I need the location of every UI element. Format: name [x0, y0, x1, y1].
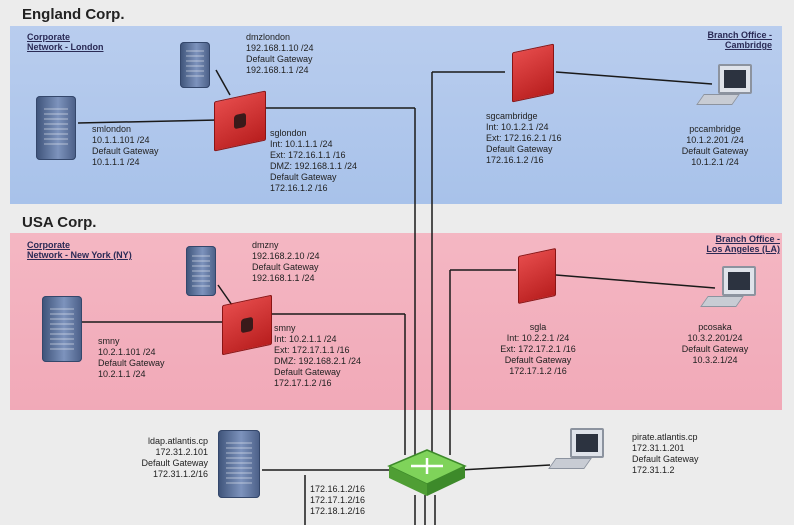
ldap-server-icon: [218, 430, 260, 498]
link-sgcambridge-pccambridge: [555, 71, 713, 85]
england-zone: [10, 26, 782, 204]
dmzny-server-icon: [186, 246, 216, 296]
pirate-label: pirate.atlantis.cp 172.31.1.201 Default …: [632, 432, 699, 475]
sgny-firewall-icon: [222, 294, 272, 356]
usa-title: USA Corp.: [22, 214, 97, 231]
router-hub-icon: [387, 449, 467, 496]
pirate-computer-icon: [548, 428, 614, 478]
smlondon-server-icon: [36, 96, 76, 160]
sgla-label: sgla Int: 10.2.2.1 /24 Ext: 172.17.2.1 /…: [500, 322, 576, 376]
pccambridge-label: pccambridge 10.1.2.201 /24 Default Gatew…: [681, 124, 749, 167]
pcosaka-label: pcosaka 10.3.2.201/24 Default Gateway 10…: [681, 322, 749, 365]
dmzlondon-label: dmzlondon 192.168.1.10 /24 Default Gatew…: [246, 32, 314, 75]
england-branch-label: Branch Office - Cambridge: [707, 30, 772, 50]
pcosaka-computer-icon: [700, 266, 756, 310]
link-sgla-pcosaka: [555, 274, 716, 289]
router-ips-label: 172.16.1.2/16 172.17.1.2/16 172.18.1.2/1…: [310, 484, 366, 516]
link-router-pirate: [459, 464, 551, 471]
smlondon-label: smlondon 10.1.1.101 /24 Default Gateway …: [92, 124, 159, 167]
pccambridge-computer-icon: [696, 64, 752, 108]
sgny-label: smny Int: 10.2.1.1 /24 Ext: 172.17.1.1 /…: [274, 323, 362, 388]
england-title: England Corp.: [22, 6, 125, 23]
usa-hq-label: Corporate Network - New York (NY): [27, 240, 132, 260]
england-hq-label: Corporate Network - London: [27, 32, 104, 52]
sgcambridge-label: sgcambridge Int: 10.1.2.1 /24 Ext: 172.1…: [486, 111, 562, 165]
dmzny-label: dmzny 192.168.2.10 /24 Default Gateway 1…: [252, 240, 320, 283]
link-dmzlondon-sglondon: [215, 69, 231, 96]
sglondon-label: sglondon Int: 10.1.1.1 /24 Ext: 172.16.1…: [270, 128, 358, 193]
ldap-label: ldap.atlantis.cp 172.31.2.101 Default Ga…: [141, 436, 208, 479]
link-smlondon-sglondon: [77, 119, 219, 124]
usa-branch-label: Branch Office - Los Angeles (LA): [706, 234, 780, 254]
link-dmzny-sgny: [217, 284, 233, 306]
dmzlondon-server-icon: [180, 42, 210, 88]
sgcambridge-firewall-icon: [512, 43, 554, 103]
smny-label: smny 10.2.1.101 /24 Default Gateway 10.2…: [98, 336, 165, 379]
smny-server-icon: [42, 296, 82, 362]
sgla-firewall-icon: [518, 247, 556, 305]
